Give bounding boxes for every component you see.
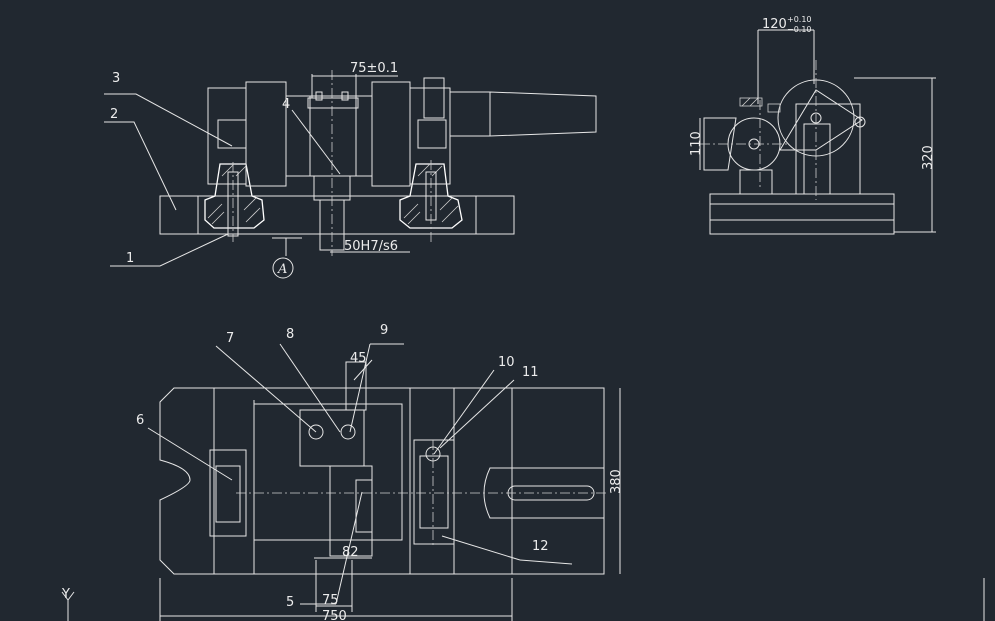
callout-8: 8 bbox=[286, 327, 294, 342]
callout-6: 6 bbox=[136, 413, 144, 428]
side-view bbox=[699, 29, 936, 235]
callout-11: 11 bbox=[522, 365, 539, 380]
right-clamp-pad bbox=[413, 439, 455, 545]
dim-120-tol-lower: −0.10 bbox=[787, 25, 812, 34]
dim-750: 750 bbox=[322, 609, 347, 621]
front-view bbox=[104, 70, 597, 279]
callout-7: 7 bbox=[226, 331, 234, 346]
ucs-axis-y-label: Y bbox=[61, 587, 70, 602]
dim-fit: 50H7/s6 bbox=[344, 239, 398, 254]
left-crank-web bbox=[245, 81, 287, 187]
side-base bbox=[709, 193, 895, 235]
dim-45: 45 bbox=[350, 351, 367, 366]
section-marker-label: A bbox=[277, 262, 287, 277]
dim-380: 380 bbox=[609, 469, 624, 494]
dim-75-tol: 75±0.1 bbox=[350, 61, 398, 76]
top-view bbox=[147, 343, 621, 621]
side-clamp-hatch bbox=[739, 97, 763, 107]
front-base-plate bbox=[159, 195, 515, 235]
callout-2: 2 bbox=[110, 107, 118, 122]
callout-3: 3 bbox=[112, 71, 120, 86]
right-t-clamp bbox=[399, 163, 463, 229]
ucs-icon bbox=[61, 591, 75, 621]
dim-120: 120 bbox=[762, 17, 787, 32]
callout-9: 9 bbox=[380, 323, 388, 338]
side-support bbox=[795, 103, 861, 195]
left-t-clamp bbox=[204, 163, 265, 229]
dim-110: 110 bbox=[689, 131, 704, 156]
dim-120-tol-upper: +0.10 bbox=[787, 15, 812, 24]
bolt-hole-right bbox=[340, 424, 356, 440]
right-crank-web bbox=[371, 81, 411, 187]
callout-4: 4 bbox=[282, 97, 290, 112]
callout-10: 10 bbox=[498, 355, 515, 370]
callout-5: 5 bbox=[286, 595, 294, 610]
clamp-bar bbox=[299, 409, 365, 467]
top-base-plate bbox=[159, 387, 605, 575]
dim-320: 320 bbox=[921, 145, 936, 170]
callout-12: 12 bbox=[532, 539, 549, 554]
callout-1: 1 bbox=[126, 251, 134, 266]
taper-shaft bbox=[489, 91, 597, 137]
section-marker-circle bbox=[272, 257, 294, 279]
top-taper-area bbox=[483, 467, 605, 519]
bolt-hole-left bbox=[308, 424, 324, 440]
dim-82: 82 bbox=[342, 545, 359, 560]
dim-75: 75 bbox=[322, 593, 339, 608]
